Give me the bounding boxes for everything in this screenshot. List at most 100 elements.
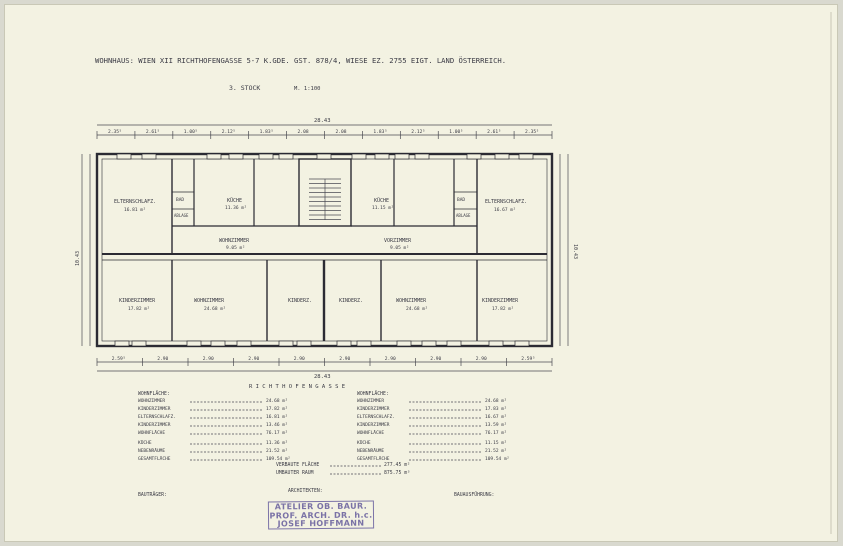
dim-segment: 2.90 — [430, 356, 441, 362]
window — [446, 340, 462, 347]
street-name: R I C H T H O F E N G A S S E — [249, 384, 345, 390]
schedule-value: 11.36 m² — [266, 440, 288, 446]
schedule-label: GESAMTFLÄCHE — [357, 455, 390, 462]
dim-segment: 2.59⁵ — [112, 356, 126, 362]
dim-segment: 2.12⁵ — [411, 129, 425, 135]
window — [518, 153, 534, 160]
floor-label: 3. STOCK — [229, 84, 260, 92]
window — [278, 153, 294, 160]
window — [141, 153, 157, 160]
schedule-label: KÜCHE — [357, 439, 371, 446]
room-area: 9.05 m² — [226, 245, 245, 251]
drawing-title: WOHNHAUS: WIEN XII RICHTHOFENGASSE 5-7 K… — [95, 56, 506, 65]
staircase — [309, 178, 341, 220]
room-name: ABLAGE — [174, 213, 189, 218]
dim-segment: 2.12⁵ — [222, 129, 236, 135]
window — [316, 153, 332, 160]
dim-segment: 2.61⁵ — [146, 129, 160, 135]
window — [494, 153, 510, 160]
schedule-label: WOHNFLÄCHE — [357, 429, 384, 436]
window — [236, 340, 252, 347]
room-name: KINDERZ. — [288, 298, 312, 304]
drawing-sheet: WOHNHAUS: WIEN XII RICHTHOFENGASSE 5-7 K… — [4, 4, 838, 542]
dim-depth-left: 10.43 — [75, 251, 81, 266]
schedule-value: 17.82 m² — [266, 406, 288, 412]
window — [414, 153, 430, 160]
schedule-value: 21.52 m² — [266, 448, 288, 454]
schedule-label: KINDERZIMMER — [357, 422, 390, 428]
window — [336, 340, 352, 347]
footer-bautraeger: BAUTRÄGER: — [138, 491, 167, 498]
room-name: VORZIMMER — [384, 238, 412, 244]
dim-segment: 2.90 — [339, 356, 350, 362]
schedule-value: 16.67 m² — [485, 414, 507, 420]
room-name: WOHNZIMMER — [194, 298, 225, 304]
window — [296, 340, 312, 347]
dim-segment: 1.83⁵ — [260, 129, 274, 135]
dim-segment: 2.61⁵ — [487, 129, 501, 135]
room-name: ELTERNSCHLAFZ. — [114, 199, 156, 205]
footer-architekten: ARCHITEKTEN: — [288, 488, 323, 494]
dim-segment: 2.08 — [335, 129, 346, 135]
dim-total-top: 28.43 — [314, 118, 331, 124]
total-label: VERBAUTE FLÄCHE — [276, 461, 319, 468]
dim-total-bottom: 28.43 — [314, 374, 331, 380]
room-area: 16.81 m² — [124, 207, 146, 213]
schedule-label: NEBENRÄUME — [357, 447, 384, 454]
room-area: 17.82 m² — [492, 306, 514, 312]
dim-segment: 2.90 — [203, 356, 214, 362]
window — [258, 153, 274, 160]
dim-segment: 2.35⁵ — [525, 129, 539, 135]
room-name: ABLAGE — [456, 213, 471, 218]
schedule-value: 16.81 m² — [266, 414, 288, 420]
schedule-label: KINDERZIMMER — [138, 406, 171, 412]
schedule-value: 76.17 m² — [266, 430, 288, 436]
window — [114, 340, 130, 347]
window — [206, 153, 222, 160]
schedule-value: 13.59 m² — [485, 422, 507, 428]
window — [131, 340, 147, 347]
schedule-value: 11.15 m² — [485, 440, 507, 446]
schedule-value: 13.46 m² — [266, 422, 288, 428]
dim-depth-right: 10.43 — [572, 244, 578, 259]
window — [356, 340, 372, 347]
window — [210, 340, 226, 347]
room-name: KINDERZIMMER — [119, 298, 156, 304]
dim-segment: 2.35⁵ — [108, 129, 122, 135]
window — [394, 153, 410, 160]
dim-segment: 2.90 — [157, 356, 168, 362]
dim-segment: 2.59⁵ — [521, 356, 535, 362]
dim-segment: 2.90 — [385, 356, 396, 362]
window — [421, 340, 437, 347]
room-area: 24.68 m² — [406, 306, 428, 312]
window — [186, 340, 202, 347]
floor-plan: WOHNHAUS: WIEN XII RICHTHOFENGASSE 5-7 K… — [75, 12, 832, 534]
room-name: KINDERZIMMER — [482, 298, 519, 304]
window — [466, 153, 482, 160]
window — [396, 340, 412, 347]
room-name: KÜCHE — [374, 197, 389, 204]
room-name: WOHNZIMMER — [219, 238, 250, 244]
dim-segment: 2.90 — [294, 356, 305, 362]
total-value: 277.45 m² — [384, 462, 410, 468]
scale-label: M. 1:100 — [294, 86, 321, 92]
window — [514, 340, 530, 347]
window — [488, 340, 504, 347]
total-label: UMBAUTER RAUM — [276, 470, 314, 476]
room-name: WOHNZIMMER — [396, 298, 427, 304]
schedule-value: 109.54 m² — [485, 456, 509, 462]
architect-stamp: ATELIER OB. BAUR. PROF. ARCH. DR. h.c. J… — [267, 500, 375, 530]
window — [374, 153, 390, 160]
room-area: 11.15 m² — [372, 205, 394, 211]
window — [228, 153, 244, 160]
building-totals: VERBAUTE FLÄCHE 277.45 m² UMBAUTER RAUM … — [276, 461, 410, 476]
dim-segment: 1.83⁵ — [373, 129, 387, 135]
schedule-label: ELTERNSCHLAFZ. — [357, 414, 395, 420]
footer-bauausfuehrung: BAUAUSFÜHRUNG: — [454, 491, 494, 498]
room-name: KÜCHE — [227, 197, 242, 204]
stamp-line: JOSEF HOFFMANN — [277, 518, 365, 529]
